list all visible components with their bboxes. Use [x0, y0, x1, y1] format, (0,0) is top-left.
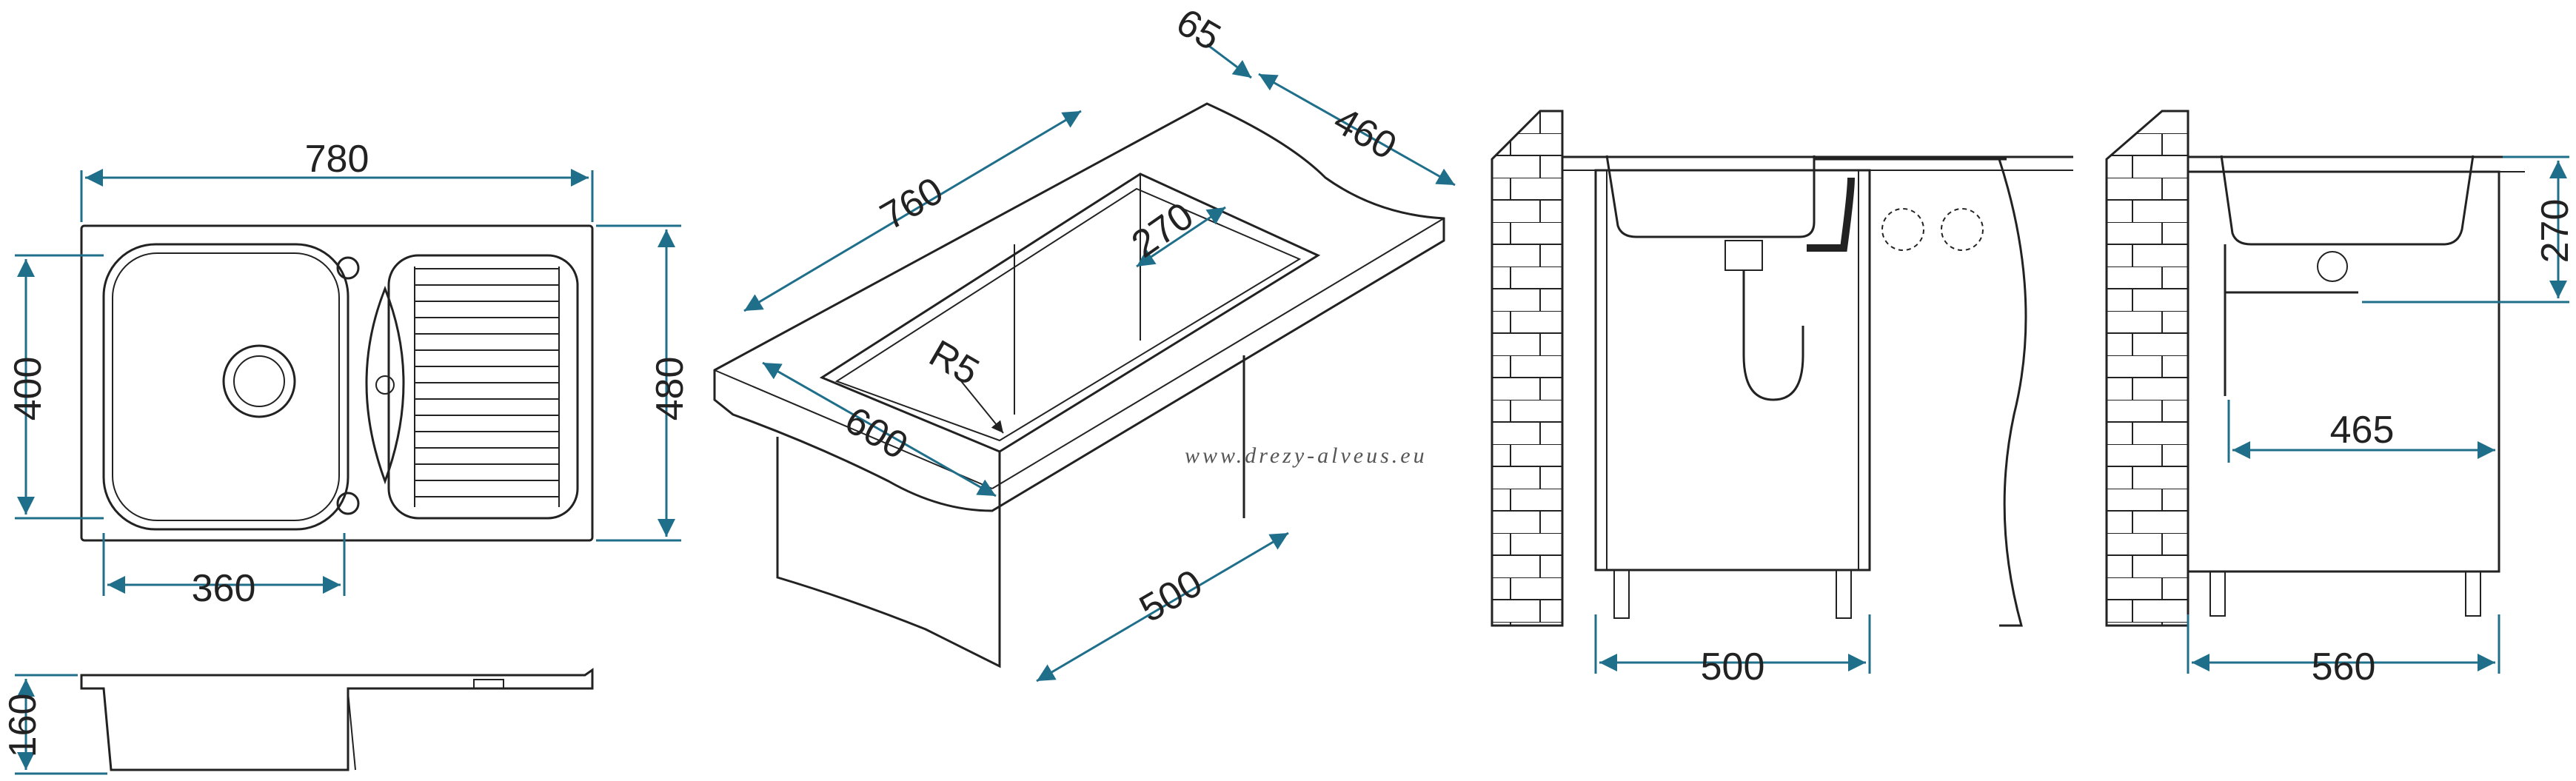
cabinet-side-view: 465 270 560: [2105, 110, 2576, 688]
dim-465: 465: [2330, 409, 2395, 452]
tap-hole-icon: [336, 256, 360, 280]
dim-460: 460: [1326, 98, 1403, 168]
drain-icon: [222, 344, 296, 418]
dim-560: 560: [2312, 646, 2376, 688]
dim-780: 780: [305, 138, 369, 181]
dim-65: 65: [1169, 1, 1228, 59]
dim-270-iso: 270: [1124, 194, 1201, 266]
dim-500-cab1: 500: [1701, 646, 1765, 688]
dim-480: 480: [649, 357, 692, 421]
watermark: www.drezy-alveus.eu: [1185, 443, 1428, 468]
dim-400: 400: [7, 357, 50, 421]
dim-r5: R5: [922, 332, 986, 394]
bowl-outline: [102, 243, 349, 531]
dim-160: 160: [1, 694, 44, 758]
isometric-cutout-view: 760 65 460 270 R5 600 500: [713, 1, 1456, 683]
dim-600: 600: [837, 398, 914, 468]
cabinet-front-view: 500: [1491, 110, 2073, 688]
sink-top-view: 780 400 480 360: [7, 138, 692, 610]
dim-360: 360: [192, 567, 256, 610]
dim-500-iso: 500: [1132, 561, 1209, 631]
sink-side-view: 160: [1, 668, 594, 775]
drainer-board: [387, 254, 579, 520]
sink-outline: [80, 224, 594, 542]
dim-270-cab2: 270: [2534, 199, 2576, 264]
